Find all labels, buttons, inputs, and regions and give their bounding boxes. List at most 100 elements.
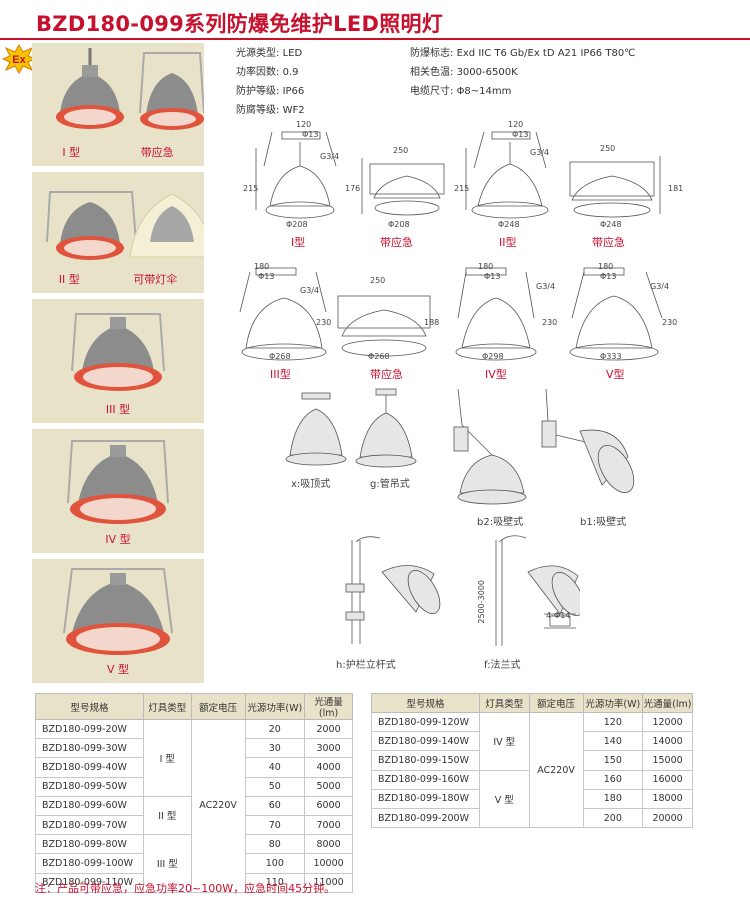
dim-flange: 4-Φ14 xyxy=(546,611,571,620)
cell-voltage-right: AC220V xyxy=(528,711,584,829)
mount-label-x: x:吸顶式 xyxy=(291,479,331,490)
product-captions-5: V 型 xyxy=(32,661,204,677)
mount-label-b1: b1:吸壁式 xyxy=(580,517,627,528)
product-photo-type-3: III 型 xyxy=(32,299,204,423)
product-photo-type-2: II 型 可带灯伞 xyxy=(32,172,215,293)
th-type-r: 灯具类型 xyxy=(478,693,530,713)
dim-iv-height: 230 xyxy=(542,318,558,327)
dim-e2-height: 181 xyxy=(668,184,684,193)
spec-light-source: 光源类型: LED xyxy=(236,48,303,59)
product-captions-2: II 型 可带灯伞 xyxy=(32,271,204,287)
dim-i-hole: Φ13 xyxy=(302,130,319,139)
dim-e2-dia: Φ248 xyxy=(600,220,622,229)
mount-label-h: h:护栏立杆式 xyxy=(336,660,396,671)
product-captions-1: I 型 带应急 xyxy=(32,144,204,160)
caption-type-3: III 型 xyxy=(105,403,131,416)
dim-i-top: 120 xyxy=(296,120,312,129)
drawing-label-i: I型 xyxy=(291,236,306,249)
dim-ii-top: 120 xyxy=(508,120,524,129)
dim-v-dia: Φ333 xyxy=(600,352,622,361)
dim-ii-thread: G3/4 xyxy=(530,148,550,157)
dim-ii-height: 215 xyxy=(454,184,470,193)
dim-i-thread: G3/4 xyxy=(320,152,340,161)
dim-e3-top: 250 xyxy=(370,276,386,285)
th-flux-r: 光通量(lm) xyxy=(642,693,693,713)
mount-label-g: g:管吊式 xyxy=(370,479,410,490)
caption-type-2: II 型 xyxy=(58,273,80,286)
lamp-type-4-photo xyxy=(67,440,169,524)
dim-e1-height: 176 xyxy=(345,184,361,193)
th-model: 型号规格 xyxy=(35,693,144,720)
dim-e3-height: 188 xyxy=(424,318,440,327)
spec-ex-mark: 防爆标志: Exd IIC T6 Gb/Ex tD A21 IP66 T80℃ xyxy=(410,48,636,59)
dim-iii-hole: Φ13 xyxy=(258,272,275,281)
spec-table-right: 型号规格 灯具类型 额定电压 光源功率(W) 光通量(lm) BZD180-09… xyxy=(371,693,693,829)
dim-iv-top: 180 xyxy=(478,262,494,271)
page-title: BZD180-099系列防爆免维护LED照明灯 xyxy=(36,12,444,36)
lamp-type-2-photo xyxy=(46,191,215,260)
dimension-drawings-row-2 xyxy=(239,267,663,361)
dimension-drawings-row-1 xyxy=(255,131,661,219)
cell-type-iii: III 型 xyxy=(142,834,192,893)
spec-protection: 防护等级: IP66 xyxy=(236,86,305,97)
spec-color-temp: 相关色温: 3000-6500K xyxy=(410,67,518,78)
title-divider xyxy=(0,38,750,40)
drawing-label-v: V型 xyxy=(606,368,625,381)
th-model-r: 型号规格 xyxy=(371,693,480,713)
dim-v-height: 230 xyxy=(662,318,678,327)
drawing-label-iv: IV型 xyxy=(485,368,507,381)
dim-e1-dia: Φ208 xyxy=(388,220,410,229)
dim-v-top: 180 xyxy=(598,262,614,271)
dim-v-hole: Φ13 xyxy=(600,272,617,281)
specs-left: 光源类型: LED 功率因数: 0.9 防护等级: IP66 防腐等级: WF2 xyxy=(236,44,305,120)
caption-type-1: I 型 xyxy=(62,146,81,159)
dim-iii-dia: Φ268 xyxy=(269,352,291,361)
spec-power-factor: 功率因数: 0.9 xyxy=(236,67,299,78)
table-header-row: 型号规格 灯具类型 额定电压 光源功率(W) 光通量(lm) xyxy=(371,693,693,713)
dim-ii-dia: Φ248 xyxy=(498,220,520,229)
cell-type-iv: IV 型 xyxy=(478,712,530,771)
lamp-type-3-photo xyxy=(71,313,165,391)
product-photo-type-5: V 型 xyxy=(32,559,204,683)
caption-type-5: V 型 xyxy=(106,663,130,676)
mount-label-b2: b2:吸壁式 xyxy=(477,517,524,528)
dim-e2-top: 250 xyxy=(600,144,616,153)
caption-type-4: IV 型 xyxy=(105,533,131,546)
ex-explosion-proof-icon: Ex xyxy=(2,44,36,74)
mount-label-f: f:法兰式 xyxy=(484,660,521,671)
dim-v-thread: G3/4 xyxy=(650,282,670,291)
caption-emergency: 带应急 xyxy=(140,146,174,159)
product-photo-type-4: IV 型 xyxy=(32,429,204,553)
dim-i-dia: Φ208 xyxy=(286,220,308,229)
cell-voltage-left: AC220V xyxy=(190,719,246,893)
ex-badge-text: Ex xyxy=(12,54,26,66)
dim-iv-hole: Φ13 xyxy=(484,272,501,281)
drawing-label-e1: 带应急 xyxy=(380,236,413,249)
dim-ii-hole: Φ13 xyxy=(512,130,529,139)
dim-iv-thread: G3/4 xyxy=(536,282,556,291)
cell-type-i: I 型 xyxy=(142,719,192,797)
drawing-label-e3: 带应急 xyxy=(370,368,403,381)
dim-e1-top: 250 xyxy=(393,146,409,155)
caption-umbrella: 可带灯伞 xyxy=(133,273,178,286)
th-type: 灯具类型 xyxy=(142,693,192,720)
drawing-label-ii: II型 xyxy=(499,236,517,249)
cell-type-v: V 型 xyxy=(478,769,530,829)
th-power-r: 光源功率(W) xyxy=(582,693,644,713)
drawing-label-iii: III型 xyxy=(270,368,291,381)
th-power: 光源功率(W) xyxy=(244,693,306,720)
dim-iii-top: 180 xyxy=(254,262,270,271)
drawing-label-e2: 带应急 xyxy=(592,236,625,249)
lamp-type-5-photo xyxy=(63,568,173,655)
footnote: 注：产品可带应急，应急功率20~100W，应急时间45分钟。 xyxy=(35,882,336,895)
spec-table-left: 型号规格 灯具类型 额定电压 光源功率(W) 光通量(lm) BZD180-09… xyxy=(35,693,353,893)
spec-anticorrosion: 防腐等级: WF2 xyxy=(236,105,305,116)
product-photo-type-1: I 型 带应急 xyxy=(32,43,205,166)
table-header-row: 型号规格 灯具类型 额定电压 光源功率(W) 光通量(lm) xyxy=(35,693,353,720)
